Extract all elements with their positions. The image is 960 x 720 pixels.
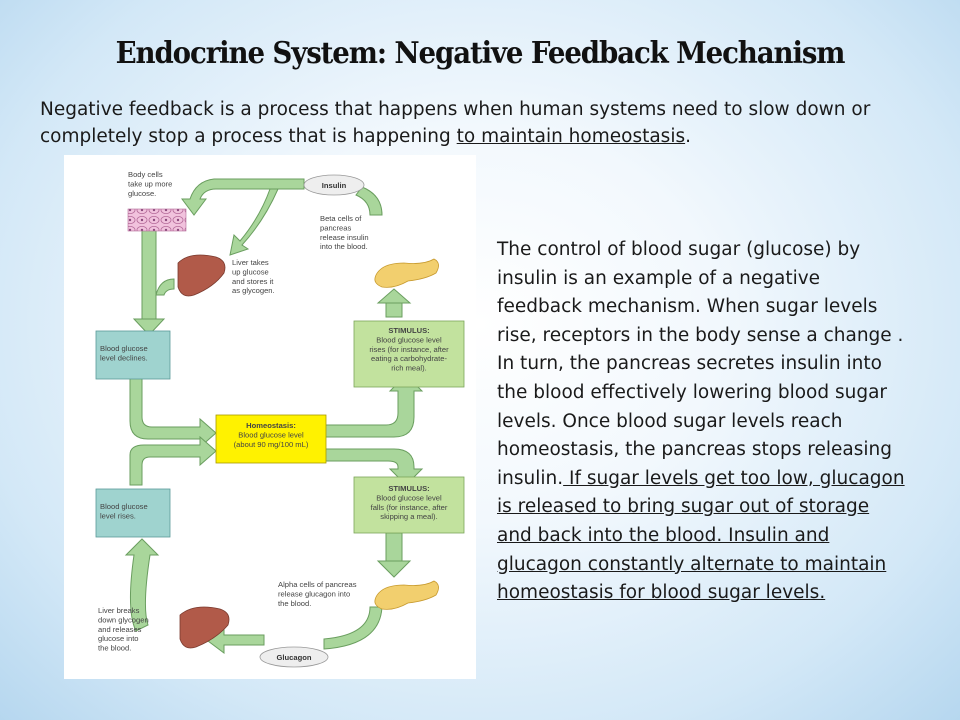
insulin-oval: Insulin xyxy=(303,174,365,196)
stimulus-fall-label-line: STIMULUS: xyxy=(388,484,429,493)
pancreas-bottom-icon xyxy=(374,580,439,610)
intro-text: Negative feedback is a process that happ… xyxy=(40,99,871,147)
declines-box xyxy=(95,330,171,380)
homeostasis-box xyxy=(215,414,327,464)
alpha-cells-label-line: the blood. xyxy=(278,599,311,608)
stimulus-fall-label-line: skipping a meal). xyxy=(380,512,437,521)
intro-period: . xyxy=(685,126,691,147)
alpha-cells-label-line: release glucagon into xyxy=(278,589,350,598)
arrows xyxy=(124,178,424,654)
body-paragraph: The control of blood sugar (glucose) by … xyxy=(497,236,907,608)
stimulus-rise-label-line: eating a carbohydrate- xyxy=(371,354,447,363)
liver-breaks-label-line: down glycogen xyxy=(98,615,149,624)
stimulus-fall-box xyxy=(353,476,465,534)
homeostasis-label-line: Homeostasis: xyxy=(246,421,296,430)
liver-takes-label-line: as glycogen. xyxy=(232,286,275,295)
stimulus-fall-label-line: Blood glucose level xyxy=(376,493,442,502)
intro-paragraph: Negative feedback is a process that happ… xyxy=(40,96,920,150)
declines-label-line: level declines. xyxy=(100,353,148,362)
body-cells-image xyxy=(127,208,187,232)
rises-label-line: Blood glucose xyxy=(100,502,148,511)
rises-label-line: level rises. xyxy=(100,511,136,520)
stimulus-rise-box xyxy=(353,320,465,388)
rises-box xyxy=(95,488,171,538)
liver-breaks-label-line: the blood. xyxy=(98,644,131,653)
homeostasis-label-line: Blood glucose level xyxy=(238,430,304,439)
beta-cells-label-line: release insulin xyxy=(320,233,369,242)
body-cells-label-line: glucose. xyxy=(128,189,156,198)
stimulus-rise-label-line: STIMULUS: xyxy=(388,326,429,335)
alpha-cells-label-line: Alpha cells of pancreas xyxy=(278,580,357,589)
stimulus-fall-label-line: falls (for instance, after xyxy=(371,503,448,512)
slide-title: Endocrine System: Negative Feedback Mech… xyxy=(115,36,846,71)
glucagon-label: Glucagon xyxy=(276,653,311,662)
pancreas-top-icon xyxy=(374,258,439,288)
intro-underlined-text: to maintain homeostasis xyxy=(456,126,686,147)
liver-breaks-label-line: Liver breaks xyxy=(98,606,140,615)
beta-cells-label-line: pancreas xyxy=(320,223,351,232)
liver-takes-label-line: and stores it xyxy=(232,277,274,286)
insulin-label: Insulin xyxy=(322,181,347,190)
stimulus-rise-label-line: rises (for instance, after xyxy=(369,345,449,354)
liver-top-icon xyxy=(177,254,226,297)
liver-takes-label-line: Liver takes xyxy=(232,258,269,267)
homeostasis-label-line: (about 90 mg/100 mL) xyxy=(234,440,309,449)
body-cells-label-line: Body cells xyxy=(128,170,163,179)
liver-breaks-label-line: and releases xyxy=(98,625,142,634)
glucagon-oval: Glucagon xyxy=(259,646,329,668)
beta-cells-label-line: Beta cells of xyxy=(320,214,362,223)
body-cells-label-line: take up more xyxy=(128,179,172,188)
liver-takes-label-line: up glucose xyxy=(232,267,269,276)
liver-breaks-label-line: glucose into xyxy=(98,634,139,643)
stimulus-rise-label-line: rich meal). xyxy=(391,364,426,373)
body-plain-text: The control of blood sugar (glucose) by … xyxy=(497,239,904,489)
body-underlined-text: If sugar levels get too low, glucagon is… xyxy=(497,467,905,604)
beta-cells-label-line: into the blood. xyxy=(320,242,368,251)
liver-bottom-icon xyxy=(179,606,230,649)
declines-label-line: Blood glucose xyxy=(100,344,148,353)
stimulus-rise-label-line: Blood glucose level xyxy=(376,335,442,344)
